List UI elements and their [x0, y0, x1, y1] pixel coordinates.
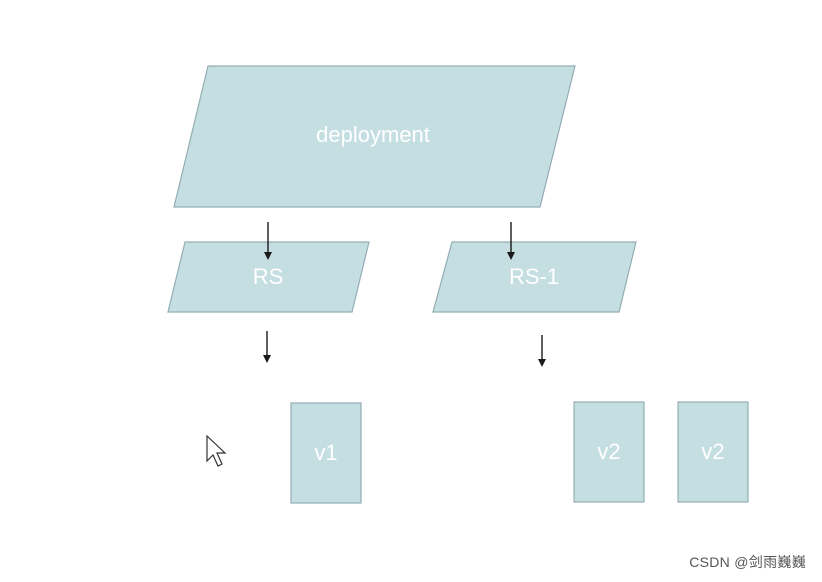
pod-v1-shape [290, 402, 362, 504]
arrow-rs-to-pods [263, 331, 271, 363]
pod-v2-a-label: v2 [597, 439, 620, 464]
pod-v2-a-shape [573, 401, 645, 503]
rs1-label: RS-1 [509, 264, 559, 289]
pod-v2-b-label: v2 [701, 439, 724, 464]
pod-v2-b-shape [677, 401, 749, 503]
pod-v2-b-node: v2 [677, 401, 749, 503]
rs-node: RS [167, 241, 370, 313]
rs1-shape [432, 241, 637, 313]
arrow-deployment-to-rs [264, 222, 272, 260]
mouse-cursor-icon [206, 434, 227, 467]
arrow-rs1-to-pods [538, 335, 546, 367]
pod-v1-node: v1 [290, 402, 362, 504]
watermark-text: CSDN @剑雨巍巍 [689, 554, 806, 570]
pod-v1-label: v1 [314, 440, 337, 465]
rs-label: RS [253, 264, 284, 289]
pod-v2-a-node: v2 [573, 401, 645, 503]
arrow-deployment-to-rs1 [507, 222, 515, 260]
deployment-node: deployment [173, 65, 576, 208]
rs-shape [167, 241, 370, 313]
deployment-shape [173, 65, 576, 208]
rs1-node: RS-1 [432, 241, 637, 313]
deployment-label: deployment [316, 122, 430, 147]
